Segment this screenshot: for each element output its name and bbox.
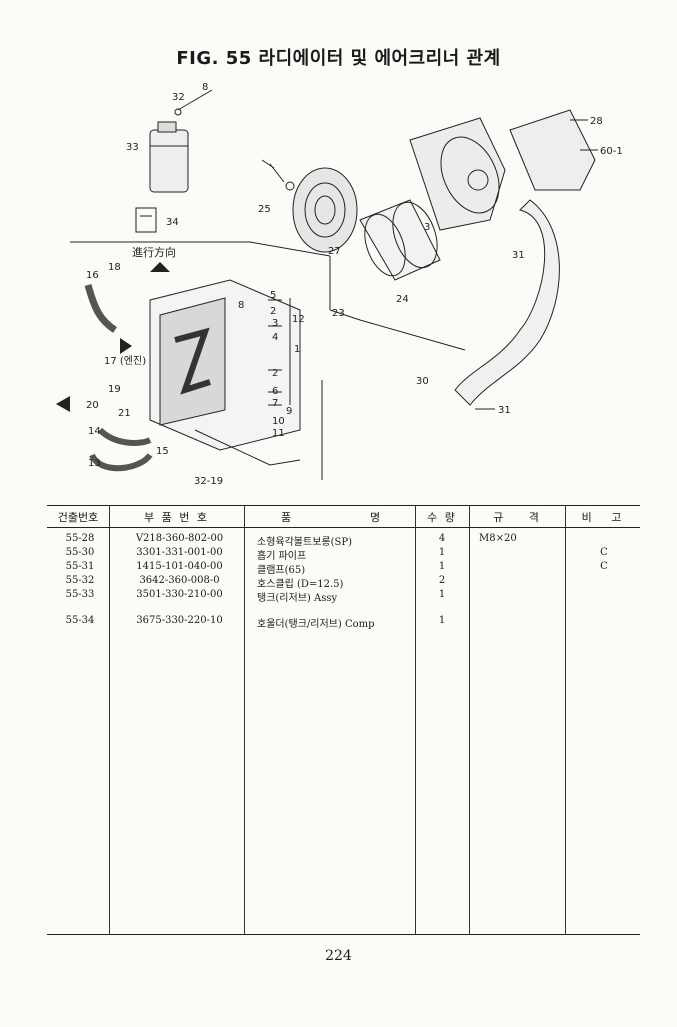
- cell-item-no: 55-31: [65, 561, 95, 572]
- callout-12: 12: [292, 314, 305, 325]
- callout-25: 25: [258, 204, 271, 215]
- callout-3b: 3: [424, 222, 430, 233]
- callout-10: 10: [272, 416, 285, 427]
- callout-20: 20: [86, 400, 99, 411]
- cell-part-no: 3642-360-008-0: [139, 575, 220, 586]
- header-spec: 규 격: [493, 511, 541, 524]
- cell-item-no: 55-32: [65, 575, 95, 586]
- callout-1: 1: [294, 344, 300, 355]
- table-header-rule: [47, 527, 640, 528]
- callout-2b: 2: [272, 368, 278, 379]
- figure-title: FIG. 55 라디에이터 및 에어크리너 관계: [176, 48, 501, 69]
- callout-8: 8: [202, 82, 208, 93]
- callout-9: 9: [286, 406, 292, 417]
- header-item-no: 건출번호: [57, 511, 99, 524]
- callout-24: 24: [396, 294, 409, 305]
- cell-part-no: 1415-101-040-00: [136, 561, 223, 572]
- table-bottom-rule: [47, 934, 640, 935]
- callout-17: 17 (엔진): [104, 355, 146, 367]
- callout-33: 33: [126, 142, 139, 153]
- callout-8b: 8: [238, 300, 244, 311]
- header-part-no: 부 품 번 호: [144, 511, 209, 524]
- callout-32-19: 32-19: [194, 476, 223, 487]
- column-divider: [469, 505, 470, 935]
- table-row: 55-33 3501-330-210-00 탱크(리저브) Assy 1: [47, 589, 640, 604]
- cell-note: C: [600, 547, 608, 558]
- column-divider: [415, 505, 416, 935]
- cell-qty: 4: [438, 533, 446, 544]
- header-qty: 수 량: [427, 511, 457, 524]
- page-number: 224: [325, 948, 352, 964]
- header-note: 비 고: [581, 511, 624, 524]
- cell-qty: 1: [438, 589, 446, 600]
- callout-21: 21: [118, 408, 131, 419]
- cell-name: 호울더(탱크/리저브) Comp: [257, 619, 375, 630]
- cell-part-no: V218-360-802-00: [135, 533, 224, 544]
- callout-31a: 31: [512, 250, 525, 261]
- table-row: 55-32 3642-360-008-0 호스클립 (D=12.5) 2: [47, 575, 640, 590]
- column-divider: [109, 505, 110, 935]
- cell-part-no: 3301-331-001-00: [136, 547, 223, 558]
- callout-7: 7: [272, 398, 278, 409]
- cell-qty: 2: [438, 575, 446, 586]
- cell-qty: 1: [438, 615, 446, 626]
- callout-23: 23: [332, 308, 345, 319]
- cell-part-no: 3501-330-210-00: [136, 589, 223, 600]
- callout-16: 16: [86, 270, 99, 281]
- callout-14: 14: [88, 426, 101, 437]
- parts-table: 건출번호 부 품 번 호 품 명 수 량 규 격 비 고 55-28 V218-…: [47, 505, 640, 935]
- cell-part-no: 3675-330-220-10: [136, 615, 223, 626]
- table-top-rule: [47, 505, 640, 506]
- callout-19: 19: [108, 384, 121, 395]
- column-divider: [565, 505, 566, 935]
- callout-30: 30: [416, 376, 429, 387]
- cell-name: 클램프(65): [257, 565, 306, 576]
- cell-spec: M8×20: [479, 533, 517, 544]
- callout-13: 13: [88, 458, 101, 469]
- direction-label: 進行方向: [132, 245, 176, 259]
- callout-6: 6: [272, 386, 278, 397]
- cell-qty: 1: [438, 547, 446, 558]
- cell-note: C: [600, 561, 608, 572]
- cell-item-no: 55-30: [65, 547, 95, 558]
- callout-3: 3: [272, 318, 278, 329]
- header-name-a: 품: [280, 511, 294, 524]
- column-divider: [244, 505, 245, 935]
- callout-15: 15: [156, 446, 169, 457]
- cell-item-no: 55-33: [65, 589, 95, 600]
- table-row: 55-28 V218-360-802-00 소형육각볼트보롱(SP) 4 M8×…: [47, 533, 640, 548]
- cell-item-no: 55-28: [65, 533, 95, 544]
- table-row: 55-31 1415-101-040-00 클램프(65) 1 C: [47, 561, 640, 576]
- callout-11: 11: [272, 428, 285, 439]
- callout-4: 4: [272, 332, 278, 343]
- cell-qty: 1: [438, 561, 446, 572]
- callout-32: 32: [172, 92, 185, 103]
- callout-18: 18: [108, 262, 121, 273]
- cell-name: 소형육각볼트보롱(SP): [257, 537, 352, 548]
- header-name-b: 명: [369, 511, 383, 524]
- cell-item-no: 55-34: [65, 615, 95, 626]
- table-row: 55-30 3301-331-001-00 흡기 파이프 1 C: [47, 547, 640, 562]
- cell-name: 흡기 파이프: [257, 551, 307, 562]
- cell-name: 탱크(리저브) Assy: [257, 593, 338, 604]
- callout-27: 27: [328, 246, 341, 257]
- cell-name: 호스클립 (D=12.5): [257, 579, 344, 590]
- callout-2a: 2: [270, 306, 276, 317]
- callout-31b: 31: [498, 405, 511, 416]
- callout-60-1: 60-1: [600, 146, 623, 157]
- exploded-parts-diagram: 8 32 33 34 25 27 23 24 28 60-1 31 30 31 …: [56, 82, 623, 487]
- table-row: 55-34 3675-330-220-10 호울더(탱크/리저브) Comp 1: [47, 615, 640, 630]
- callout-5: 5: [270, 290, 276, 301]
- callout-28: 28: [590, 116, 603, 127]
- callout-34: 34: [166, 217, 179, 228]
